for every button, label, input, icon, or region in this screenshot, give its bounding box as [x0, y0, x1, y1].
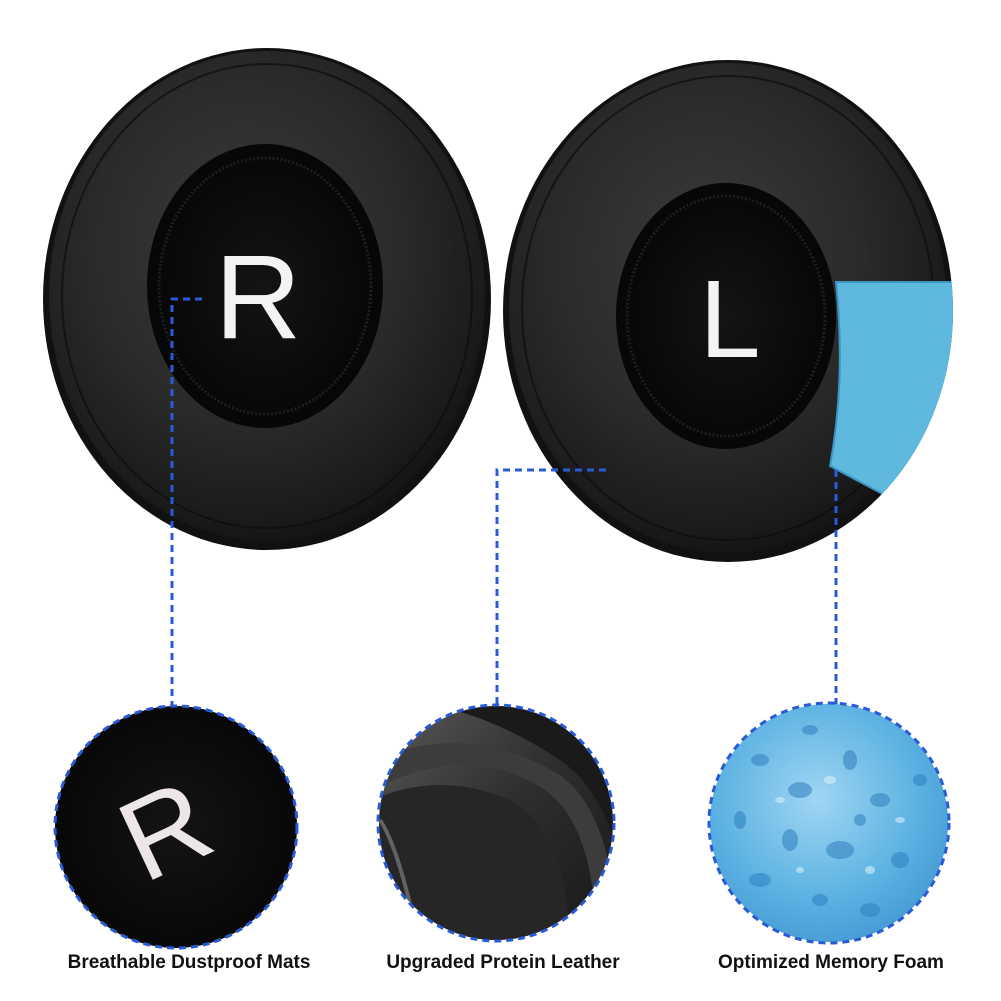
caption-upgraded-protein-leather: Upgraded Protein Leather — [386, 952, 620, 973]
callout-line-mats — [170, 297, 202, 706]
caption-breathable-dustproof-mats: Breathable Dustproof Mats — [67, 952, 311, 973]
left-pad-letter: L — [699, 258, 760, 381]
left-ear-pad: L — [503, 60, 953, 562]
right-ear-pad: R — [43, 48, 491, 550]
detail-circle-leather — [376, 703, 616, 943]
detail-circle-foam — [707, 701, 951, 945]
callout-lines — [170, 297, 838, 706]
caption-optimized-memory-foam: Optimized Memory Foam — [718, 952, 944, 973]
detail-circle-mesh: R — [53, 704, 299, 950]
right-pad-letter: R — [215, 230, 302, 364]
callout-line-leather — [495, 468, 606, 706]
